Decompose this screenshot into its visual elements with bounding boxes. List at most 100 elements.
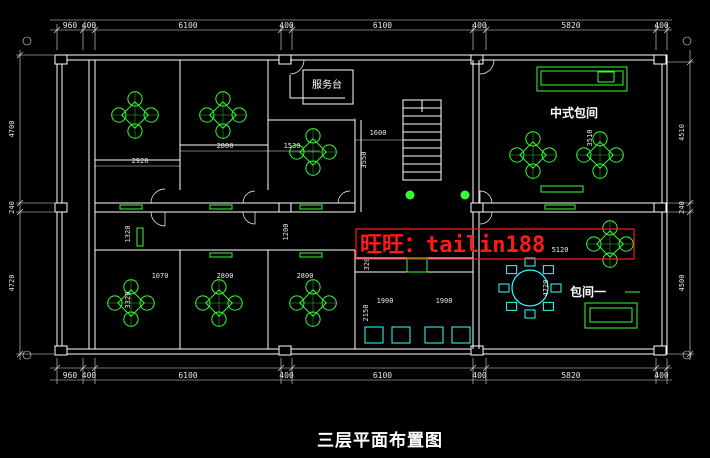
service-counter-label: 服务台 bbox=[312, 78, 342, 91]
furniture bbox=[107, 66, 640, 344]
bottom-dim-slash bbox=[482, 364, 490, 372]
window-marker bbox=[209, 204, 233, 210]
inner-dimension-label: 3510 bbox=[586, 130, 594, 147]
inner-dimension-label: 2800 bbox=[297, 272, 314, 280]
inner-dimension-label: 1900 bbox=[436, 297, 453, 305]
door-chinese-room bbox=[479, 59, 495, 75]
table-top bbox=[519, 141, 547, 169]
round-table-chair bbox=[506, 265, 518, 275]
top-dim-slash bbox=[482, 26, 490, 34]
watermark-text: 旺旺：tailin188 bbox=[360, 233, 545, 258]
structural-column bbox=[470, 202, 484, 213]
round-table-chair bbox=[498, 283, 510, 293]
inner-dimension-label: 3320 bbox=[124, 292, 132, 309]
table-set-room-1b bbox=[586, 220, 634, 268]
door-room bbox=[479, 211, 493, 225]
right-dimension-label: 4510 bbox=[678, 124, 686, 141]
window-marker bbox=[119, 204, 143, 210]
door-room bbox=[150, 188, 166, 204]
top-dimension-label: 400 bbox=[654, 21, 669, 30]
bottom-dim-slash bbox=[53, 364, 61, 372]
bottom-dim-slash bbox=[79, 364, 87, 372]
table-set-room-2 bbox=[199, 91, 247, 139]
axis-bubble bbox=[22, 350, 32, 360]
table-set-room-5 bbox=[195, 279, 243, 327]
bottom-dim-slash bbox=[288, 364, 296, 372]
chinese-private-room-label: 中式包间 bbox=[550, 105, 598, 120]
right-dimension-label: 4500 bbox=[678, 275, 686, 292]
inner-dimension-label: 2150 bbox=[362, 305, 370, 322]
round-table-chair bbox=[524, 257, 536, 267]
window-marker bbox=[544, 204, 576, 210]
top-dim-slash bbox=[469, 26, 477, 34]
table-set-room-4 bbox=[107, 279, 155, 327]
structural-column bbox=[653, 202, 667, 213]
table-set-room-6 bbox=[289, 279, 337, 327]
dimension-lines bbox=[16, 19, 694, 384]
sink bbox=[406, 257, 428, 273]
bottom-dimension-label: 400 bbox=[654, 371, 669, 380]
table-top bbox=[299, 138, 327, 166]
table-top bbox=[121, 101, 149, 129]
round-table-chair bbox=[550, 283, 562, 293]
sofa bbox=[536, 66, 628, 92]
inner-dimension-label: 1070 bbox=[152, 272, 169, 280]
inner-dimension-label: 2800 bbox=[217, 142, 234, 150]
structural-column bbox=[470, 345, 484, 356]
left-dim-slash bbox=[16, 208, 24, 216]
window-marker bbox=[299, 204, 323, 210]
top-dimension-label: 6100 bbox=[178, 21, 197, 30]
sofa-private-room-1 bbox=[584, 302, 638, 329]
left-dim-slash bbox=[16, 51, 24, 59]
inner-dimension-label: 5120 bbox=[552, 246, 569, 254]
structural-column bbox=[278, 54, 292, 65]
round-table-chair bbox=[542, 301, 554, 311]
table-set-chinese-1 bbox=[509, 131, 557, 179]
inner-dimension-label: 2800 bbox=[217, 272, 234, 280]
bottom-dim-slash bbox=[277, 364, 285, 372]
top-dim-slash bbox=[79, 26, 87, 34]
inner-dimension-label: 1320 bbox=[124, 226, 132, 243]
window-marker bbox=[209, 252, 233, 258]
table-top bbox=[205, 289, 233, 317]
door-service bbox=[289, 59, 305, 75]
round-table-chair bbox=[524, 309, 536, 319]
left-dim-slash bbox=[16, 199, 24, 207]
top-dimension-label: 400 bbox=[279, 21, 294, 30]
table-set-room-1 bbox=[111, 91, 159, 139]
table-set-room-3 bbox=[289, 128, 337, 176]
bottom-dimension-label: 400 bbox=[82, 371, 97, 380]
door-room bbox=[479, 190, 493, 204]
table-set-chinese-2 bbox=[576, 131, 624, 179]
plant bbox=[405, 190, 415, 200]
round-table bbox=[511, 269, 549, 307]
tv-cabinet bbox=[540, 185, 584, 193]
door-room bbox=[242, 211, 256, 225]
table-top bbox=[209, 101, 237, 129]
toilet-fixture bbox=[424, 326, 444, 344]
structural-column bbox=[653, 54, 667, 65]
right-dim-slash bbox=[686, 350, 694, 358]
top-dim-slash bbox=[652, 26, 660, 34]
inner-dimension-label: 1600 bbox=[370, 129, 387, 137]
top-dimension-label: 400 bbox=[82, 21, 97, 30]
structural-column bbox=[653, 345, 667, 356]
axis-bubble bbox=[22, 36, 32, 46]
structural-column bbox=[278, 202, 292, 213]
structural-column bbox=[54, 345, 68, 356]
structural-column bbox=[278, 345, 292, 356]
top-dim-slash bbox=[288, 26, 296, 34]
table-top bbox=[117, 289, 145, 317]
table-top bbox=[596, 230, 624, 258]
round-table-chair bbox=[506, 301, 518, 311]
plant bbox=[460, 190, 470, 200]
private-room-1-label: 包间一 bbox=[569, 284, 606, 299]
door-room bbox=[150, 211, 166, 227]
window-marker bbox=[299, 252, 323, 258]
top-dimension-label: 400 bbox=[472, 21, 487, 30]
axis-bubble bbox=[682, 36, 692, 46]
top-dimension-label: 6100 bbox=[373, 21, 392, 30]
toilet-fixture bbox=[364, 326, 384, 344]
window-marker bbox=[136, 227, 144, 247]
